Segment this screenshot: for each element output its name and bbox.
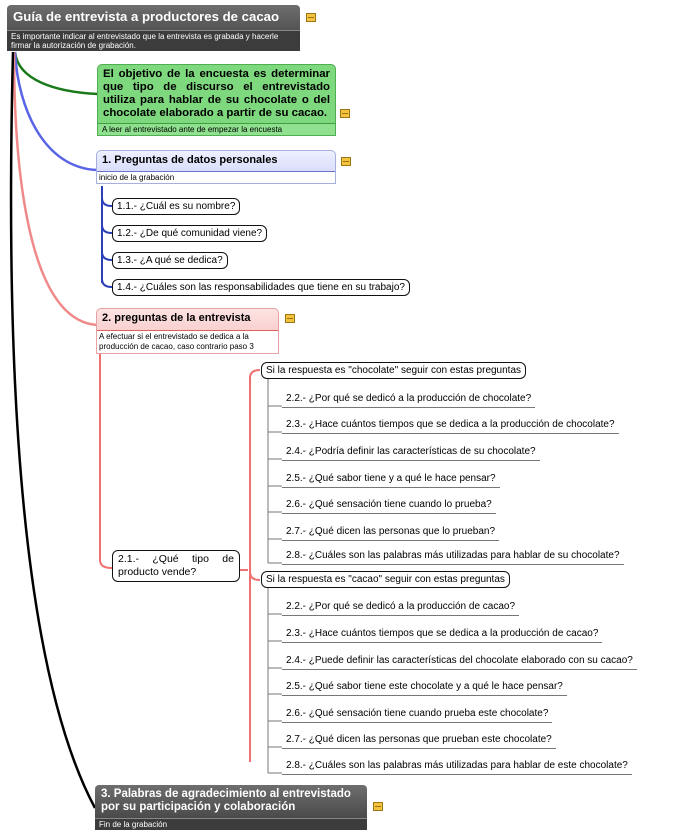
cacao-question-2-3[interactable]: 2.3.- ¿Hace cuántos tiempos que se dedic… (282, 628, 603, 643)
root-note: Es importante indicar al entrevistado qu… (7, 30, 300, 51)
section3-note-icon[interactable] (373, 802, 383, 811)
objective-note: A leer al entrevistado ante de empezar l… (98, 123, 335, 135)
root-title: Guía de entrevista a productores de caca… (13, 9, 280, 24)
section1-item-3[interactable]: 1.3.- ¿A qué se dedica? (112, 252, 228, 269)
root-note-icon[interactable] (306, 13, 316, 22)
section2-topic[interactable]: 2. preguntas de la entrevista A efectuar… (96, 308, 279, 354)
section3-note: Fin de la grabación (95, 818, 367, 830)
chocolate-leaf-lines (267, 379, 282, 564)
section1-title: 1. Preguntas de datos personales (102, 154, 278, 166)
chocolate-question-2-4[interactable]: 2.4.- ¿Podría definir las característica… (282, 446, 540, 461)
section1-item-1[interactable]: 1.1.- ¿Cuál es su nombre? (112, 198, 241, 215)
chocolate-question-2-8[interactable]: 2.8.- ¿Cuáles son las palabras más utili… (282, 550, 624, 565)
objective-note-icon[interactable] (340, 109, 350, 118)
branch-section1 (13, 51, 98, 172)
branch-objective (13, 51, 99, 96)
cacao-question-2-4[interactable]: 2.4.- ¿Puede definir las características… (282, 655, 637, 670)
cacao-question-2-5[interactable]: 2.5.- ¿Qué sabor tiene este chocolate y … (282, 681, 567, 696)
question-2-1[interactable]: 2.1.- ¿Qué tipo de producto vende? (112, 550, 240, 582)
section2-note-icon[interactable] (285, 314, 295, 323)
cacao-question-2-8[interactable]: 2.8.- ¿Cuáles son las palabras más utili… (282, 760, 632, 775)
chocolate-question-2-3[interactable]: 2.3.- ¿Hace cuántos tiempos que se dedic… (282, 419, 619, 434)
section1-topic[interactable]: 1. Preguntas de datos personales inicio … (96, 150, 336, 184)
section2-sub-lines (99, 354, 261, 762)
section1-sub-lines (101, 186, 113, 288)
cacao-question-2-7[interactable]: 2.7.- ¿Qué dicen las personas que prueba… (282, 734, 556, 749)
chocolate-question-2-7[interactable]: 2.7.- ¿Qué dicen las personas que lo pru… (282, 526, 500, 541)
section3-topic[interactable]: 3. Palabras de agradecimiento al entrevi… (95, 785, 367, 830)
section2-title: 2. preguntas de la entrevista (102, 312, 251, 324)
branch-cacao-label[interactable]: Si la respuesta es "cacao" seguir con es… (261, 571, 510, 588)
cacao-question-2-2[interactable]: 2.2.- ¿Por qué se dedicó a la producción… (282, 601, 520, 616)
objective-topic[interactable]: El objetivo de la encuesta es determinar… (97, 64, 336, 136)
section1-note: inicio de la grabación (97, 171, 335, 183)
root-topic[interactable]: Guía de entrevista a productores de caca… (7, 5, 300, 51)
section3-title: 3. Palabras de agradecimiento al entrevi… (101, 788, 351, 813)
chocolate-question-2-2[interactable]: 2.2.- ¿Por qué se dedicó a la producción… (282, 393, 536, 408)
branch-chocolate-label[interactable]: Si la respuesta es "chocolate" seguir co… (261, 362, 527, 379)
section1-item-4[interactable]: 1.4.- ¿Cuáles son las responsabilidades … (112, 279, 410, 296)
section1-item-2[interactable]: 1.2.- ¿De qué comunidad viene? (112, 225, 268, 242)
cacao-leaf-lines (267, 588, 282, 774)
section2-note: A efectuar si el entrevistado se dedica … (97, 330, 278, 353)
section1-note-icon[interactable] (341, 157, 351, 166)
cacao-question-2-6[interactable]: 2.6.- ¿Qué sensación tiene cuando prueba… (282, 708, 553, 723)
objective-title: El objetivo de la encuesta es determinar… (103, 68, 330, 119)
branch-section3 (9, 51, 97, 809)
chocolate-question-2-5[interactable]: 2.5.- ¿Qué sabor tiene y a qué le hace p… (282, 473, 500, 488)
chocolate-question-2-6[interactable]: 2.6.- ¿Qué sensación tiene cuando lo pru… (282, 499, 496, 514)
branch-section2 (12, 51, 98, 327)
